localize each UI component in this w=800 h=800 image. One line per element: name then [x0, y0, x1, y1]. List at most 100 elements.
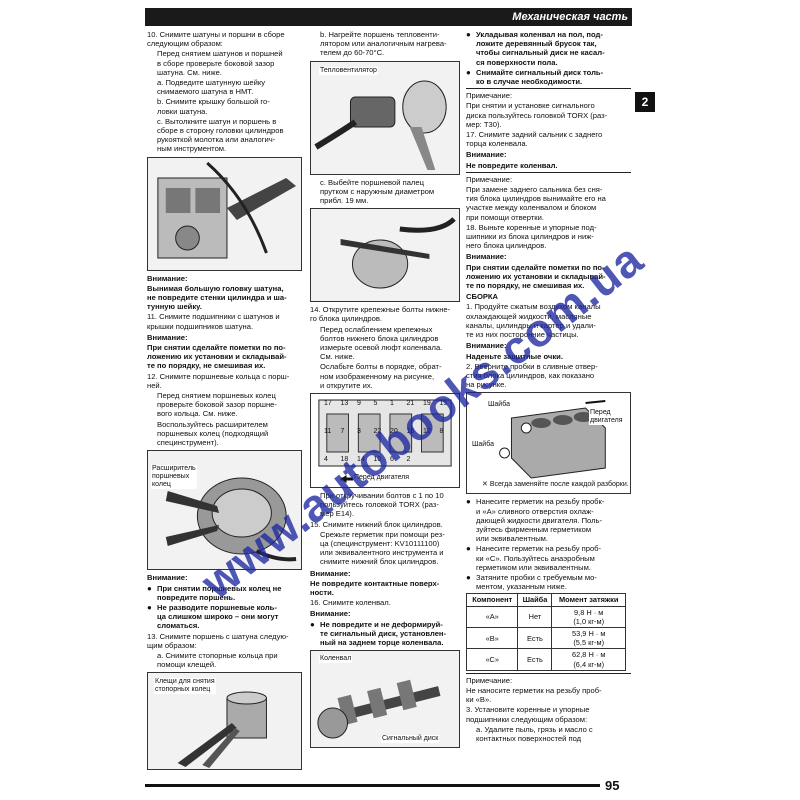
figure-label: Тепловентилятор	[319, 66, 378, 75]
step-13b: b. Нагрейте поршень тепловенти- лятором …	[320, 30, 447, 58]
cylinder-block-illustration	[499, 400, 606, 479]
note-text: Не наносите герметик на резьбу проб- ки …	[466, 685, 602, 705]
bolt-number: 12	[423, 428, 431, 436]
warning-title: Внимание:	[466, 252, 507, 262]
table-cell: Нет	[517, 605, 553, 628]
warning-title: Внимание:	[466, 341, 507, 351]
column-right: Укладывая коленвал на пол, под- ложите д…	[465, 30, 631, 744]
instruction-bullet: Нанесите герметик на резьбу проб- ки «С»…	[466, 544, 631, 572]
figure-snap-ring-pliers: Клещи для снятия стопорных колец	[147, 672, 302, 771]
bolt-number: 19	[423, 400, 431, 408]
instruction-bullet: Затяните пробки с требуемым мо- ментом, …	[466, 573, 631, 591]
warning-title: Внимание:	[147, 273, 188, 283]
warning-title: Внимание:	[466, 150, 507, 160]
warning-text: Вынимая большую головку шатуна, не повре…	[147, 283, 287, 312]
step-18: 18. Выньте коренные и упорные под- шипни…	[466, 222, 597, 251]
figure-label: Перед двигателя	[353, 474, 411, 483]
bolt-number: 3	[357, 428, 361, 436]
step-10-intro: Перед снятием шатунов и поршней в сборе …	[157, 49, 283, 77]
step-13a: а. Снимите стопорные кольца при помощи к…	[157, 650, 278, 670]
bolt-number: 16	[406, 428, 415, 436]
engine-block-illustration	[157, 161, 297, 259]
step-14-text: Ослабьте болты в порядке, обрат- ном изо…	[320, 362, 442, 390]
heater-illustration	[314, 80, 447, 170]
step-12-text: Перед снятием поршневых колец проверьте …	[157, 391, 277, 419]
bolt-number: 21	[406, 400, 415, 408]
figure-label: Шайба	[471, 441, 495, 450]
warning-title: Внимание:	[310, 609, 351, 619]
torque-table: Компонент Шайба Момент затяжки «А» Нет 9…	[465, 593, 626, 671]
assembly-step-3a: а. Удалите пыль, грязь и масло с контакт…	[476, 724, 593, 743]
replace-mark-icon: ✕	[482, 481, 488, 489]
table-header: Момент затяжки	[551, 593, 626, 607]
table-cell: Есть	[517, 626, 553, 650]
instruction-bullet: Нанесите герметик на резьбу пробк- и «А»…	[466, 497, 631, 543]
section-title-assembly: СБОРКА	[466, 292, 499, 302]
figure-heater: Тепловентилятор	[310, 60, 460, 175]
instruction-bullet: Укладывая коленвал на пол, под- ложите д…	[466, 30, 631, 67]
warning-title: Внимание:	[310, 568, 351, 578]
step-13c: с. Выбейте поршневой палец прутком с нар…	[320, 177, 435, 206]
bolt-number: 17	[324, 400, 332, 408]
warning-text: При снятии сделайте пометки по по- ложен…	[466, 262, 606, 291]
step-11: 11. Снимите подшипники с шатунов и крышк…	[147, 312, 280, 331]
divider	[466, 672, 631, 674]
table-cell: 53,9 Н · м (5,5 кг-м)	[551, 626, 626, 650]
warning-bullet: Не повредите и не деформируй- те сигналь…	[310, 620, 460, 648]
bolt-number: 5	[373, 400, 378, 408]
note-text: При замене заднего сальника без сня- тия…	[466, 185, 606, 222]
piston-pin-illustration	[340, 217, 456, 289]
figure-label: Сигнальный диск	[381, 735, 440, 744]
figure-label: Шайба	[487, 401, 511, 410]
note-title: Примечание:	[466, 91, 513, 101]
figure-label: Коленвал	[319, 655, 353, 664]
figure-crankshaft: Коленвал Сигнальный диск	[310, 650, 460, 749]
figure-label: Клещи для снятия стопорных колец	[154, 678, 216, 695]
crankshaft-illustration	[317, 680, 441, 739]
step-14-text: При откручивании болтов с 1 по 10 пользу…	[320, 491, 444, 519]
step-17: 17. Снимите задний сальник с заднего тор…	[466, 130, 603, 149]
column-middle: b. Нагрейте поршень тепловенти- лятором …	[310, 30, 460, 751]
table-row: «А» Нет 9,8 Н · м (1,0 кг-м)	[465, 605, 626, 628]
warning-title: Внимание:	[147, 573, 188, 583]
bolt-number: 7	[340, 428, 345, 436]
bolt-number: 20	[390, 428, 398, 436]
bolt-number: 11	[324, 428, 332, 436]
assembly-step-2: 2. Вверните пробки в сливные отвер- стия…	[466, 361, 598, 390]
warning-text: Не повредите коленвал.	[466, 160, 558, 170]
header-bar	[145, 8, 632, 26]
warning-text: При снятии сделайте пометки по по- ложен…	[147, 343, 287, 371]
table-cell: «С»	[465, 648, 519, 671]
divider	[466, 88, 631, 90]
bolt-number: 22	[373, 428, 382, 436]
figure-drain-plugs: Шайба Шайба Перед двигателя ✕ Всегда зам…	[466, 392, 631, 495]
step-15: 15. Снимите нижний блок цилиндров.	[310, 519, 443, 529]
bolt-number: 2	[406, 456, 411, 464]
step-13: 13. Снимите поршень с шатуна следую- щим…	[147, 631, 289, 650]
page-number: 95	[605, 778, 620, 793]
ring-expander-illustration	[165, 477, 297, 562]
step-12: 12. Снимите поршневые кольца с порш- ней…	[147, 371, 290, 390]
table-cell: «В»	[465, 626, 519, 650]
assembly-step-3: 3. Установите коренные и упорные подшипн…	[466, 705, 590, 724]
figure-piston-removal	[147, 156, 302, 271]
warning-text: Не повредите контактные поверх- ности.	[310, 578, 440, 598]
figure-piston-pin	[310, 208, 460, 303]
table-row: «С» Есть 62,8 Н · м (6,4 кг-м)	[465, 648, 626, 671]
table-cell: 9,8 Н · м (1,0 кг-м)	[551, 605, 626, 628]
step-12-text: Воспользуйтесь расширителем поршневых ко…	[157, 419, 269, 448]
bolt-number: 13	[340, 400, 349, 408]
figure-label: Перед двигателя	[589, 409, 624, 426]
table-cell: 62,8 Н · м (6,4 кг-м)	[551, 648, 626, 671]
note-text: При снятии и установке сигнального диска…	[466, 101, 608, 129]
bolt-number: 10	[373, 456, 382, 464]
bolt-number: 8	[439, 428, 444, 436]
note-title: Примечание:	[466, 675, 513, 685]
column-left: 10. Снимите шатуны и поршни в сборе след…	[147, 30, 302, 773]
divider	[466, 171, 631, 173]
figure-note: ✕ Всегда заменяйте после каждой разборки…	[481, 481, 630, 490]
table-header: Шайба	[517, 593, 553, 607]
table-header: Компонент	[465, 593, 519, 607]
figure-ring-expander: Расширитель поршневых колец	[147, 450, 302, 571]
instruction-bullet: Снимайте сигнальный диск толь- ко в случ…	[466, 68, 631, 86]
